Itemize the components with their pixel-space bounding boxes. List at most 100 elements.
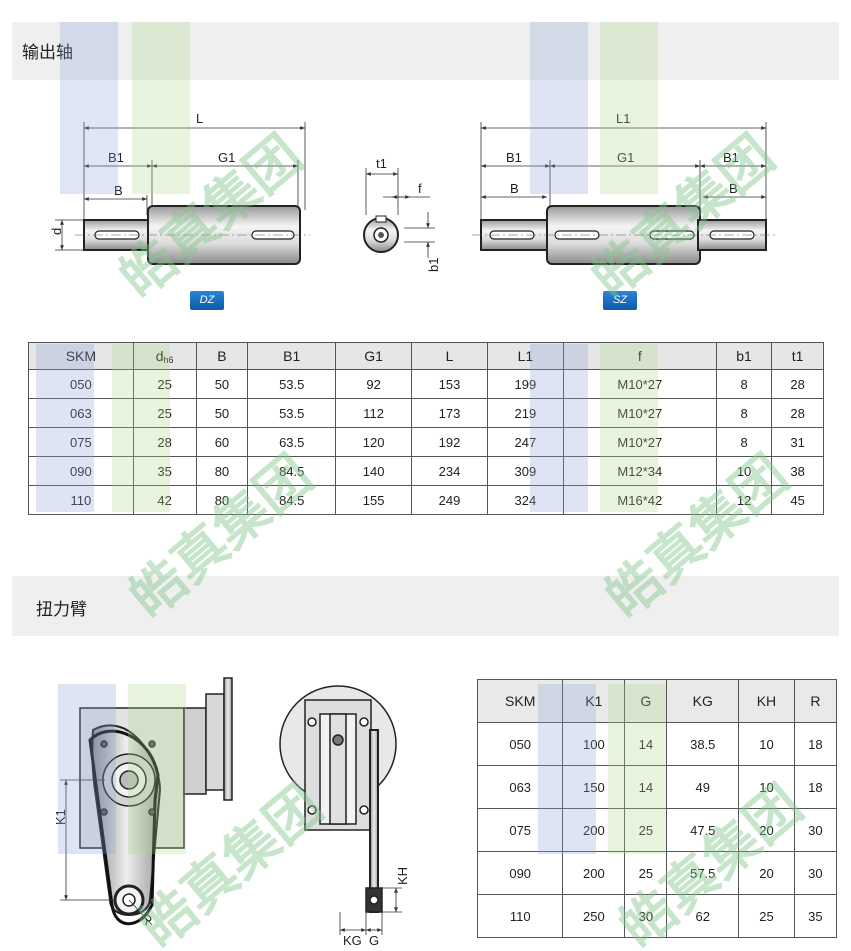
table-cell: 309: [486, 456, 564, 486]
table-cell: M16*42: [562, 485, 717, 515]
table-cell: 090: [28, 456, 134, 486]
shaft-drawings: L B1 G1 B d t1 f b1 L1 B1 G1 B1 B B: [49, 111, 776, 272]
header-cell: KH: [738, 679, 795, 723]
dim-label-L1: L1: [616, 111, 630, 126]
table-cell: 199: [486, 369, 564, 399]
table-cell: 234: [411, 456, 488, 486]
table-cell: M10*27: [562, 398, 717, 428]
dim-label-t1: t1: [376, 156, 387, 171]
table-cell: 12: [715, 485, 773, 515]
section-title-output-shaft: 输出轴: [22, 43, 73, 63]
header-cell: b1: [715, 342, 773, 370]
table-cell: 80: [195, 485, 249, 515]
table-cell: 60: [195, 427, 249, 457]
table-cell: 192: [411, 427, 488, 457]
table-cell: 25: [624, 851, 668, 895]
table-cell: M10*27: [562, 369, 717, 399]
table-cell: 53.5: [247, 369, 337, 399]
header-cell: K1: [562, 679, 626, 723]
table-cell: 120: [335, 427, 413, 457]
sz-shaft: [472, 205, 776, 265]
table-cell: 075: [476, 808, 564, 852]
table-cell: 090: [476, 851, 564, 895]
table-cell: 35: [793, 894, 838, 938]
header-cell: f: [562, 342, 717, 370]
table-cell: 20: [738, 808, 795, 852]
header-cell: G1: [335, 342, 413, 370]
table-cell: 200: [562, 808, 626, 852]
table-cell: 10: [715, 456, 773, 486]
dim-label-K1: K1: [53, 809, 68, 825]
table-cell: 200: [562, 851, 626, 895]
table-cell: 155: [335, 485, 413, 515]
table-cell: 62: [666, 894, 740, 938]
table-cell: 35: [132, 456, 197, 486]
table-cell: 28: [771, 398, 824, 428]
table-cell: 63.5: [247, 427, 337, 457]
header-cell: t1: [771, 342, 824, 370]
header-cell: KG: [666, 679, 740, 723]
dim-label-G1-sz: G1: [617, 150, 634, 165]
table-cell: 31: [771, 427, 824, 457]
table-cell: 38: [771, 456, 824, 486]
table-cell: 063: [476, 765, 564, 809]
table-cell: 84.5: [247, 485, 337, 515]
table-cell: 063: [28, 398, 134, 428]
dim-label-G: G: [369, 933, 379, 948]
dz-tag: DZ: [190, 291, 224, 310]
table-cell: 050: [28, 369, 134, 399]
header-cell: B1: [247, 342, 337, 370]
table-cell: 25: [738, 894, 795, 938]
table-cell: 92: [335, 369, 413, 399]
dim-label-B-right: B: [729, 181, 738, 196]
table-cell: 100: [562, 722, 626, 766]
torque-arm-drawings: K1 R KG G KH: [53, 677, 410, 948]
table-cell: 84.5: [247, 456, 337, 486]
table-cell: 30: [624, 894, 668, 938]
sz-tag: SZ: [603, 291, 637, 310]
table-cell: 53.5: [247, 398, 337, 428]
table-cell: 110: [476, 894, 564, 938]
header-d: d: [155, 347, 164, 364]
header-cell: L: [411, 342, 488, 370]
table-cell: 250: [562, 894, 626, 938]
header-cell: SKM: [476, 679, 564, 723]
shaft-end-view: [363, 215, 399, 253]
table-cell: 25: [132, 398, 197, 428]
header-cell: L1: [486, 342, 564, 370]
table-cell: 30: [793, 808, 838, 852]
table-cell: 14: [624, 722, 668, 766]
table-cell: 8: [715, 427, 773, 457]
section-title-torque-arm: 扭力臂: [36, 600, 87, 620]
table-cell: 112: [335, 398, 413, 428]
table-header-row: SKM dh6 B B1 G1 L L1 f b1 t1: [28, 342, 824, 370]
dim-label-G1: G1: [218, 150, 235, 165]
section-band-torque-arm: [12, 576, 839, 636]
section-band-output-shaft: [12, 22, 839, 80]
table-cell: 324: [486, 485, 564, 515]
table-cell: 10: [738, 765, 795, 809]
dim-label-d: d: [49, 228, 64, 235]
header-cell-d-h6: dh6: [132, 342, 197, 370]
gearbox-side-view: [79, 677, 233, 926]
gearbox-front-view: [279, 685, 397, 913]
table-cell: 25: [624, 808, 668, 852]
table-cell: 28: [771, 369, 824, 399]
header-cell: R: [793, 679, 838, 723]
table-cell: 49: [666, 765, 740, 809]
table-cell: 110: [28, 485, 134, 515]
table-cell: 247: [486, 427, 564, 457]
table-cell: 47.5: [666, 808, 740, 852]
table-cell: 30: [793, 851, 838, 895]
dim-label-B1: B1: [108, 150, 124, 165]
table-cell: 18: [793, 722, 838, 766]
table-cell: 150: [562, 765, 626, 809]
